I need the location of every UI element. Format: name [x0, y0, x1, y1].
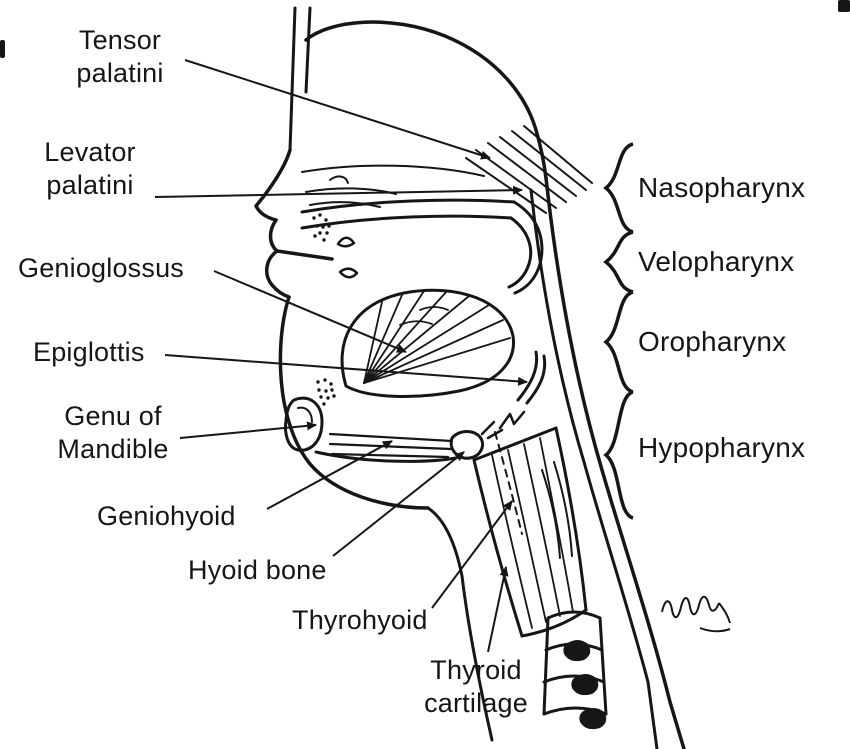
leader-epiglottis [164, 354, 528, 386]
soft-palate [507, 200, 544, 295]
label-genioglossus: Genioglossus [18, 253, 184, 283]
teeth [336, 236, 359, 279]
region-brackets [603, 142, 634, 520]
stipple-dots [312, 213, 336, 406]
mandible-genu [284, 396, 324, 452]
scan-artifact [0, 0, 850, 58]
skull-dome [304, 20, 548, 180]
trachea-rings [542, 610, 608, 716]
leader-thyrohyoid [431, 500, 513, 609]
hard-palate [300, 198, 516, 230]
leader-genu-of-mandible [179, 421, 317, 439]
leader-arrows [154, 59, 528, 653]
label-oropharynx: Oropharynx [638, 326, 787, 357]
leader-genioglossus [213, 270, 407, 353]
geniohyoid-muscle [314, 432, 458, 463]
label-epiglottis: Epiglottis [33, 337, 145, 367]
bracket-nasopharynx [603, 142, 634, 234]
hyoid-bone-shape [449, 410, 526, 460]
vertebra-shading [563, 640, 607, 730]
label-genu-of-mandible: Genu of Mandible [57, 401, 169, 464]
label-levator-palatini: Levator palatini [44, 137, 136, 200]
leader-thyroid-cartilage [487, 566, 509, 653]
label-velopharynx: Velopharynx [638, 246, 795, 277]
palatal-muscle-fibers [465, 125, 593, 214]
label-tensor-palatini: Tensor palatini [76, 25, 164, 88]
leader-geniohyoid [266, 440, 393, 510]
artist-signature [661, 595, 731, 633]
pharyngeal-wall [529, 176, 686, 749]
label-hyoid-bone: Hyoid bone [188, 555, 327, 585]
label-thyrohyoid: Thyrohyoid [292, 605, 428, 635]
larynx-lines [541, 461, 573, 559]
label-thyroid-cartilage: Thyroid cartilage [424, 655, 528, 718]
face-profile [254, 148, 494, 742]
tongue-outline [340, 288, 515, 398]
genioglossus-fibers [363, 290, 511, 384]
leader-tensor-palatini [184, 59, 491, 160]
dashed-hidden-edge [494, 431, 523, 535]
label-geniohyoid: Geniohyoid [97, 501, 236, 531]
bracket-hypopharynx [603, 390, 634, 520]
bracket-velopharynx [603, 230, 634, 294]
leader-hyoid-bone [332, 451, 465, 557]
frontal-bone-lines [288, 6, 312, 152]
bracket-oropharynx [603, 290, 634, 394]
label-hypopharynx: Hypopharynx [638, 432, 806, 463]
thyrohyoid-striations [491, 437, 574, 629]
label-nasopharynx: Nasopharynx [638, 172, 806, 203]
epiglottis-shape [516, 350, 547, 405]
leader-levator-palatini [154, 185, 523, 198]
